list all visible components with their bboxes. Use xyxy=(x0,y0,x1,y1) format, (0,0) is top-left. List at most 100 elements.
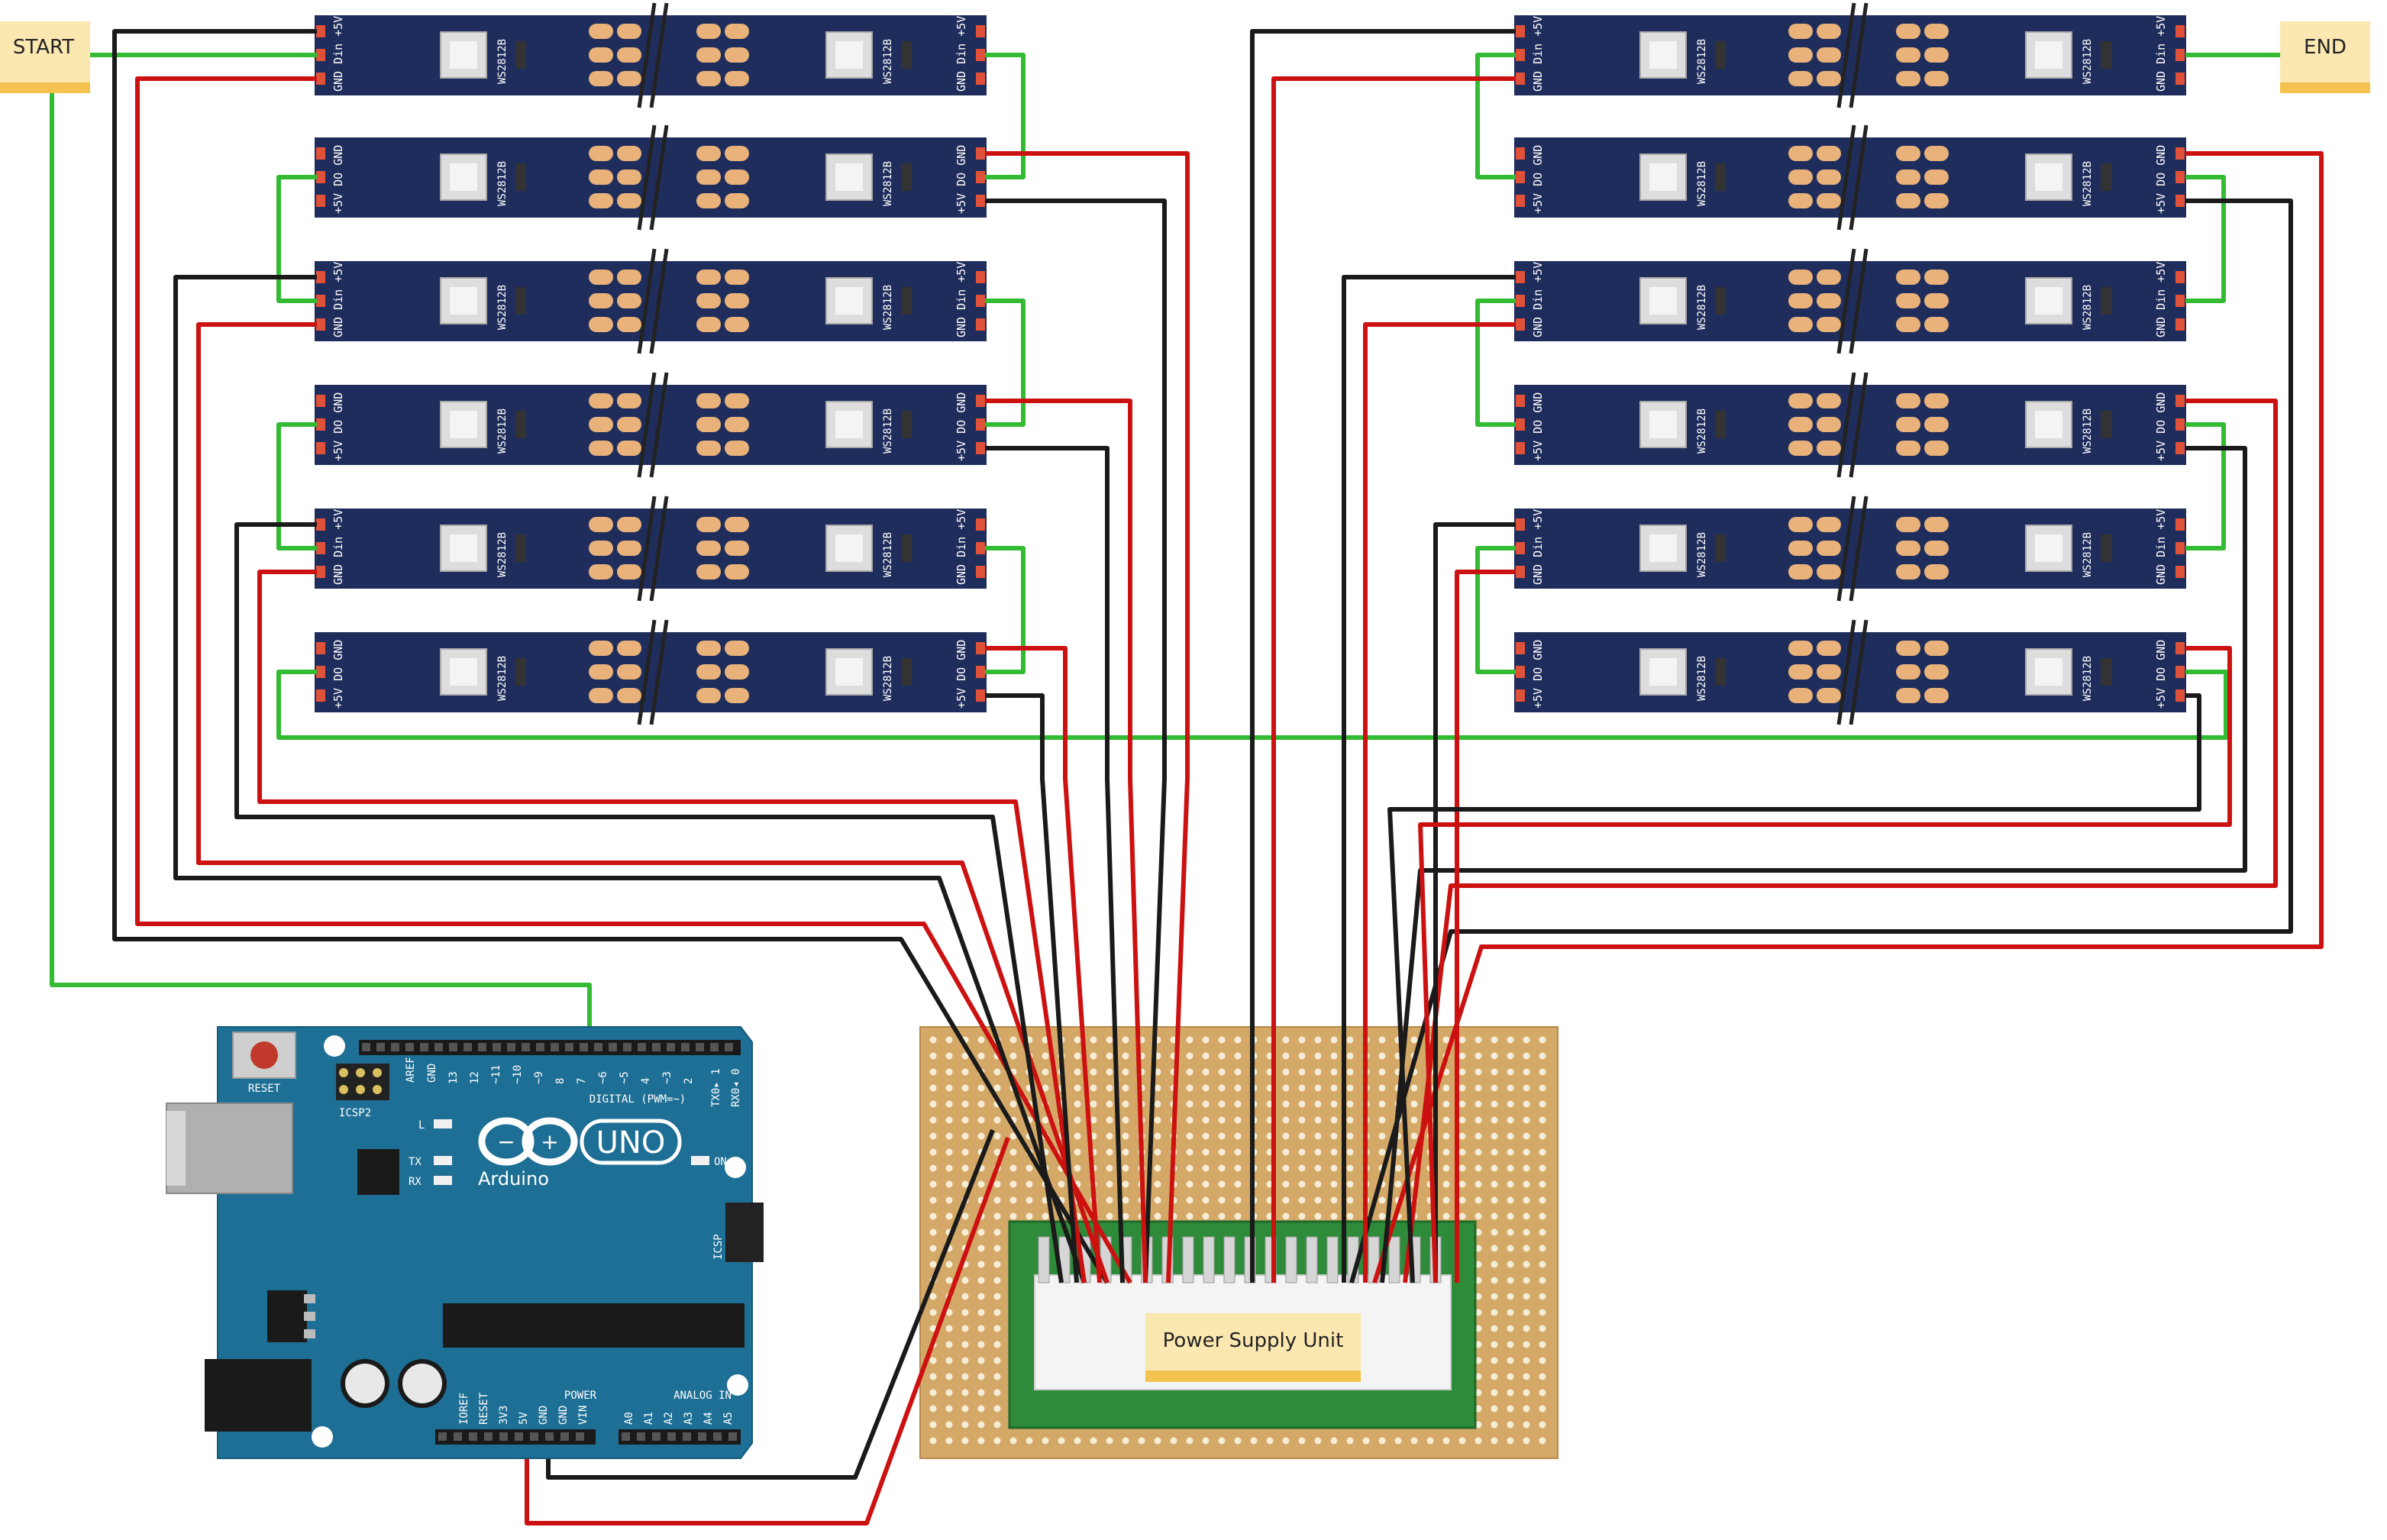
led-chip: WS2812B xyxy=(1639,525,1726,577)
mounting-holes xyxy=(312,1035,748,1448)
led-chip: WS2812B xyxy=(2025,31,2111,84)
ground-wire xyxy=(1380,446,2247,1283)
chip-label: WS2812B xyxy=(1696,161,1708,206)
regulator xyxy=(267,1290,307,1342)
rx-led xyxy=(434,1176,452,1185)
arduino-brand: Arduino xyxy=(478,1168,549,1190)
chip-label: WS2812B xyxy=(1696,408,1708,454)
led-chip: WS2812B xyxy=(1639,31,1726,84)
data-wire xyxy=(2185,422,2226,550)
start-label: START xyxy=(13,36,74,59)
pad-labels: +5V DO GND xyxy=(954,640,968,709)
pad-labels: GND Din +5V xyxy=(1531,509,1545,585)
digital-pin-label: ~10 xyxy=(512,1065,524,1084)
chip-label: WS2812B xyxy=(496,408,509,454)
power-wire xyxy=(1455,570,1516,1283)
led-chip: WS2812B xyxy=(440,31,526,84)
data-wire xyxy=(1475,546,1516,674)
led-chip: WS2812B xyxy=(440,277,526,330)
wires xyxy=(50,29,2324,1525)
pad-labels: GND Din +5V xyxy=(331,509,345,585)
pad-labels: GND Din +5V xyxy=(954,16,968,92)
led-chip: WS2812B xyxy=(825,648,912,701)
power-pin-label: GND xyxy=(538,1406,550,1425)
chip-label: WS2812B xyxy=(2082,285,2094,330)
ground-wire xyxy=(112,29,1110,1284)
small-chip xyxy=(357,1149,399,1195)
chip-label: WS2812B xyxy=(882,408,894,454)
ground-wire xyxy=(985,693,1079,1283)
power-wire xyxy=(1372,151,2324,1283)
digital-pin-label: ~6 xyxy=(597,1071,609,1084)
psu-label: Power Supply Unit xyxy=(1163,1329,1344,1352)
start-note: START xyxy=(0,21,90,93)
end-label: END xyxy=(2304,36,2347,59)
chip-label: WS2812B xyxy=(496,285,509,330)
capacitors xyxy=(341,1359,447,1408)
arduino-logo-icon xyxy=(478,1117,578,1166)
reset-label: RESET xyxy=(248,1083,281,1095)
ground-wire xyxy=(985,446,1125,1283)
analog-pin-label: A3 xyxy=(683,1412,695,1425)
chip-label: WS2812B xyxy=(882,656,894,701)
pad-labels: +5V DO GND xyxy=(2154,392,2168,461)
led-chip: WS2812B xyxy=(440,153,526,206)
led-chip: WS2812B xyxy=(1639,153,1726,206)
data-wire xyxy=(2185,175,2226,303)
reset-button[interactable] xyxy=(232,1032,296,1079)
power-pin-label: 5V xyxy=(518,1412,530,1425)
ground-wire xyxy=(173,275,1087,1284)
power-wire xyxy=(135,76,1132,1284)
chip-label: WS2812B xyxy=(882,532,894,577)
chip-label: WS2812B xyxy=(496,161,509,206)
analog-pin-label: A4 xyxy=(703,1412,715,1425)
power-wire xyxy=(196,322,1110,1283)
data-wire xyxy=(985,546,1026,674)
pad-labels: +5V DO GND xyxy=(331,392,345,461)
data-wire xyxy=(50,84,592,1038)
icsp-label: ICSP xyxy=(712,1234,725,1260)
ground-wire xyxy=(1433,522,1516,1283)
led-chip: WS2812B xyxy=(2025,277,2111,330)
led-chip: WS2812B xyxy=(825,153,912,206)
led-chip: WS2812B xyxy=(440,401,526,454)
digital-pin-label: 2 xyxy=(683,1078,695,1084)
on-led xyxy=(691,1156,709,1165)
analog-header xyxy=(619,1429,741,1445)
pad-labels: +5V DO GND xyxy=(954,392,968,461)
analog-pin-label: A5 xyxy=(722,1412,735,1425)
power-wire xyxy=(1271,76,1516,1283)
pad-labels: GND Din +5V xyxy=(1531,16,1545,92)
led-chip: WS2812B xyxy=(825,525,912,577)
pad-labels: +5V DO GND xyxy=(1531,145,1545,214)
digital-pin-label: 7 xyxy=(576,1078,588,1084)
end-note: END xyxy=(2280,21,2370,93)
led-chip: WS2812B xyxy=(825,401,912,454)
power-wire xyxy=(525,1136,1010,1525)
power-pin-label: IOREF xyxy=(458,1393,470,1425)
rxd-label: RX0◂ 0 xyxy=(730,1068,742,1107)
chip-label: WS2812B xyxy=(2082,532,2094,577)
data-wire xyxy=(1475,299,1516,427)
chip-label: WS2812B xyxy=(2082,408,2094,454)
pad-labels: GND Din +5V xyxy=(954,262,968,337)
psu-label-note: Power Supply Unit xyxy=(1145,1313,1361,1382)
digital-pin-label: ~9 xyxy=(533,1071,545,1084)
chip-label: WS2812B xyxy=(2082,39,2094,84)
led-chip: WS2812B xyxy=(1639,277,1726,330)
logo-plus: + xyxy=(541,1129,558,1154)
data-wire xyxy=(985,299,1026,427)
pad-labels: +5V DO GND xyxy=(331,145,345,214)
ground-wire xyxy=(1387,693,2201,1283)
